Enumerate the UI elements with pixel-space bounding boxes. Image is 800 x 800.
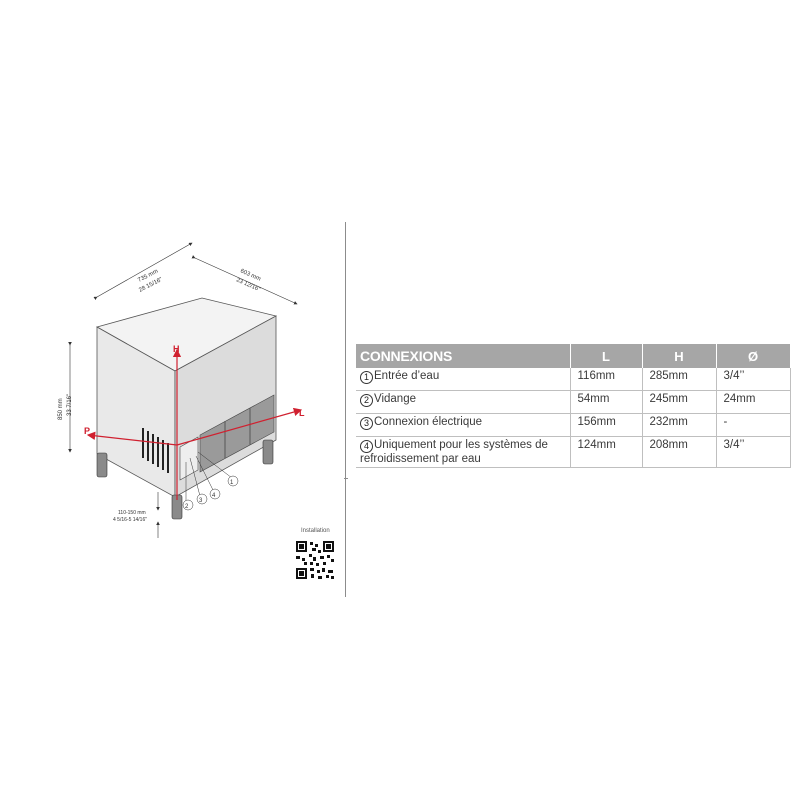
table-header-row: CONNEXIONS L H Ø: [356, 344, 791, 368]
diameter-value: 3/4’’: [716, 368, 791, 391]
h-value: 245mm: [642, 390, 717, 414]
divider-tick: [344, 478, 348, 479]
l-value: 124mm: [570, 436, 643, 468]
l-value: 156mm: [570, 413, 643, 437]
callout-2: 2: [185, 504, 189, 510]
diameter-value: 24mm: [716, 390, 791, 414]
qr-code-image: [295, 540, 335, 580]
axis-arrows: [86, 348, 303, 500]
callout-1: 1: [230, 480, 234, 486]
height-in-label: 33 7/16": [67, 394, 73, 416]
header-diameter: Ø: [716, 344, 791, 368]
feet-in-label: 4 5/16-5 14/16": [113, 517, 147, 523]
l-value: 54mm: [570, 390, 643, 414]
diameter-value: -: [716, 413, 791, 437]
header-l: L: [570, 344, 643, 368]
condenser-panel: [179, 394, 275, 481]
feet-mm-label: 110-150 mm: [118, 510, 146, 516]
h-value: 208mm: [642, 436, 717, 468]
callout-3: 3: [199, 498, 203, 504]
header-h: H: [642, 344, 717, 368]
header-connexions: CONNEXIONS: [356, 344, 571, 368]
ice-machine-drawing: 735 mm 28 15/16" 603 mm 23 12/16" 850 mm…: [58, 242, 335, 580]
l-value: 116mm: [570, 368, 643, 391]
qr-installation-label: Installation: [301, 528, 330, 534]
dimension-lines: [68, 242, 298, 538]
machine-feet: [96, 439, 274, 520]
axis-h-label: H: [173, 344, 180, 354]
connexion-name: Vidange: [374, 393, 416, 405]
number-badge: 2: [360, 394, 373, 407]
vertical-divider: [345, 222, 346, 597]
number-badge: 1: [360, 371, 373, 384]
number-badge: 3: [360, 417, 373, 430]
diameter-value: 3/4’’: [716, 436, 791, 468]
number-badge: 4: [360, 440, 373, 453]
callout-lines: [182, 451, 239, 511]
h-value: 285mm: [642, 368, 717, 391]
connexion-name: Uniquement pour les systèmes de refroidi…: [360, 439, 548, 465]
axis-l-label: L: [299, 408, 305, 418]
connexion-name: Entrée d’eau: [374, 370, 440, 382]
vent-grille: [142, 428, 169, 473]
height-mm-label: 850 mm: [58, 398, 64, 420]
connexion-name: Connexion électrique: [374, 416, 483, 428]
h-value: 232mm: [642, 413, 717, 437]
axis-p-label: P: [84, 426, 90, 436]
callout-4: 4: [212, 493, 216, 499]
